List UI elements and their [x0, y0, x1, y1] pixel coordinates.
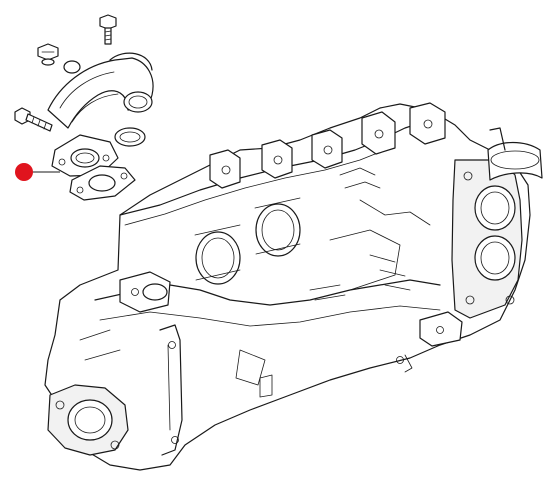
intake-manifold — [44, 102, 543, 471]
callout-gasket[interactable] — [15, 163, 60, 181]
seal-ring-upper — [63, 60, 81, 74]
pipe-elbow — [47, 52, 154, 129]
gasket — [69, 165, 136, 201]
egr-pipe-assembly — [14, 14, 154, 201]
top-bolt — [99, 14, 117, 45]
callout-marker[interactable] — [15, 163, 33, 181]
pipe-gasket-ring — [114, 127, 146, 147]
side-bolt — [14, 107, 53, 132]
drain-plug — [37, 43, 59, 66]
